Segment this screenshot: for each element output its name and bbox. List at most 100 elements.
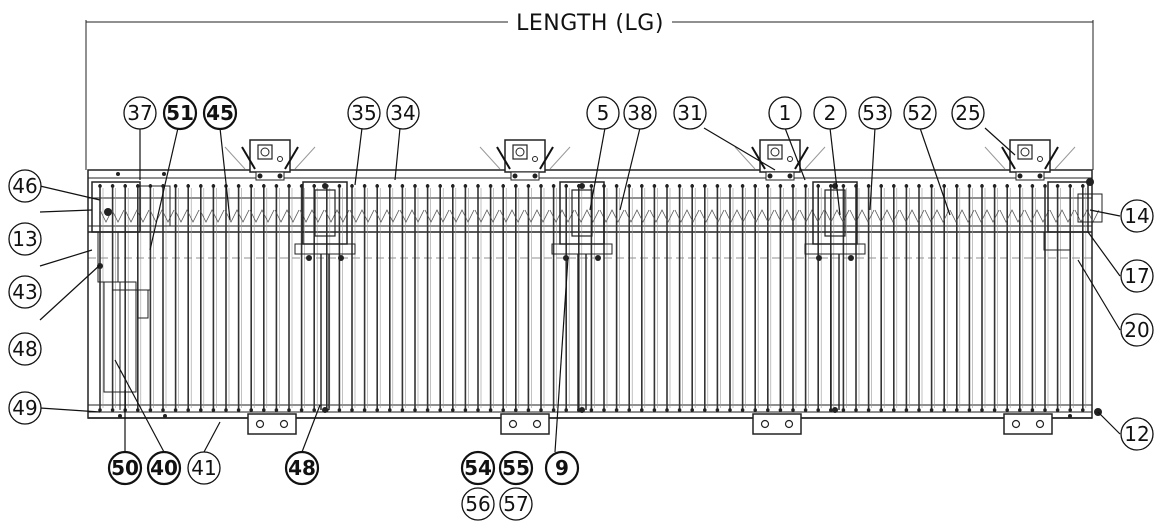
slat xyxy=(299,184,305,412)
balloon-45: 45 xyxy=(202,95,238,131)
balloon-label: 54 xyxy=(464,456,492,480)
balloon-label: 56 xyxy=(465,492,490,516)
slat xyxy=(917,184,923,412)
slat xyxy=(627,184,633,412)
slat xyxy=(161,184,167,412)
balloon-label: 41 xyxy=(191,456,216,480)
slat xyxy=(110,184,116,412)
balloon-51: 51 xyxy=(162,95,198,131)
slat xyxy=(753,184,759,412)
balloon-53: 53 xyxy=(858,96,892,130)
slat xyxy=(1018,184,1024,412)
leader-lines xyxy=(39,127,1121,453)
slat xyxy=(564,184,570,412)
slat xyxy=(1030,184,1036,412)
slat xyxy=(451,184,457,412)
chain-link xyxy=(1024,209,1050,223)
chain-link xyxy=(99,209,125,223)
balloon-46: 46 xyxy=(8,169,42,203)
balloon-label: 37 xyxy=(127,101,152,125)
balloon-label: 2 xyxy=(824,101,837,125)
chain-link xyxy=(574,209,600,223)
balloon-label: 49 xyxy=(12,396,37,420)
slat xyxy=(186,184,192,412)
balloon-label: 57 xyxy=(503,492,528,516)
slat xyxy=(866,184,872,412)
chain-link xyxy=(474,209,500,223)
chain-link xyxy=(124,209,150,223)
balloon-20: 20 xyxy=(1120,313,1154,347)
slat xyxy=(476,184,482,412)
top-bracket xyxy=(734,139,826,181)
balloon-41: 41 xyxy=(187,451,221,485)
balloon-label: 12 xyxy=(1124,422,1149,446)
chain-link xyxy=(674,209,700,223)
slat xyxy=(879,184,885,412)
slat xyxy=(413,184,419,412)
balloon-25: 25 xyxy=(951,96,985,130)
slat xyxy=(287,184,293,412)
slat xyxy=(778,184,784,412)
balloon-label: 46 xyxy=(12,174,37,198)
slat xyxy=(249,184,255,412)
slat xyxy=(438,184,444,412)
slat xyxy=(350,184,356,412)
slat xyxy=(665,184,671,412)
balloon-54: 54 xyxy=(460,450,496,486)
slat xyxy=(375,184,381,412)
chain-link xyxy=(224,209,250,223)
slat xyxy=(728,184,734,412)
chain-link xyxy=(724,209,750,223)
slat xyxy=(703,184,709,412)
slat xyxy=(262,184,268,412)
balloon-label: 40 xyxy=(150,456,178,480)
slat xyxy=(955,184,961,412)
slat xyxy=(312,184,318,412)
chain-link xyxy=(349,209,375,223)
chain-link xyxy=(649,209,675,223)
foot-plate xyxy=(1003,413,1053,435)
bottom-feet-plates xyxy=(116,172,1072,435)
balloon-label: 53 xyxy=(862,101,887,125)
balloon-40: 40 xyxy=(146,450,182,486)
balloon-43: 43 xyxy=(8,275,42,309)
slat xyxy=(677,184,683,412)
balloon-37: 37 xyxy=(123,96,157,130)
chain-link xyxy=(849,209,875,223)
top-mount-brackets xyxy=(224,139,1076,181)
slat xyxy=(173,184,179,412)
balloon-label: 20 xyxy=(1124,318,1149,342)
chain-link xyxy=(974,209,1000,223)
slat xyxy=(539,184,545,412)
balloon-56: 56 xyxy=(461,487,495,521)
balloon-9: 9 xyxy=(544,450,580,486)
drive-units xyxy=(294,181,866,413)
chain-link xyxy=(524,209,550,223)
slat xyxy=(929,184,935,412)
chain-link xyxy=(874,209,900,223)
length-dimension: LENGTH (LG) xyxy=(85,11,1094,170)
slat xyxy=(463,184,469,412)
top-bracket xyxy=(479,139,571,181)
balloon-17: 17 xyxy=(1120,259,1154,293)
drive-unit xyxy=(551,181,613,413)
chain-link xyxy=(299,209,325,223)
slat xyxy=(1068,184,1074,412)
balloon-57: 57 xyxy=(499,487,533,521)
balloon-label: 50 xyxy=(111,456,139,480)
balloon-label: 45 xyxy=(206,101,234,125)
chain-link xyxy=(499,209,525,223)
slat xyxy=(501,184,507,412)
slat xyxy=(715,184,721,412)
chain-link xyxy=(1049,209,1075,223)
balloon-34: 34 xyxy=(386,96,420,130)
chain-link xyxy=(699,209,725,223)
conveyor-slats xyxy=(98,184,1100,412)
balloon-label: 25 xyxy=(955,101,980,125)
slat xyxy=(526,184,532,412)
slat xyxy=(274,184,280,412)
balloon-label: 13 xyxy=(12,227,37,251)
balloon-label: 1 xyxy=(779,101,792,125)
chain-link xyxy=(899,209,925,223)
chain-link xyxy=(924,209,950,223)
